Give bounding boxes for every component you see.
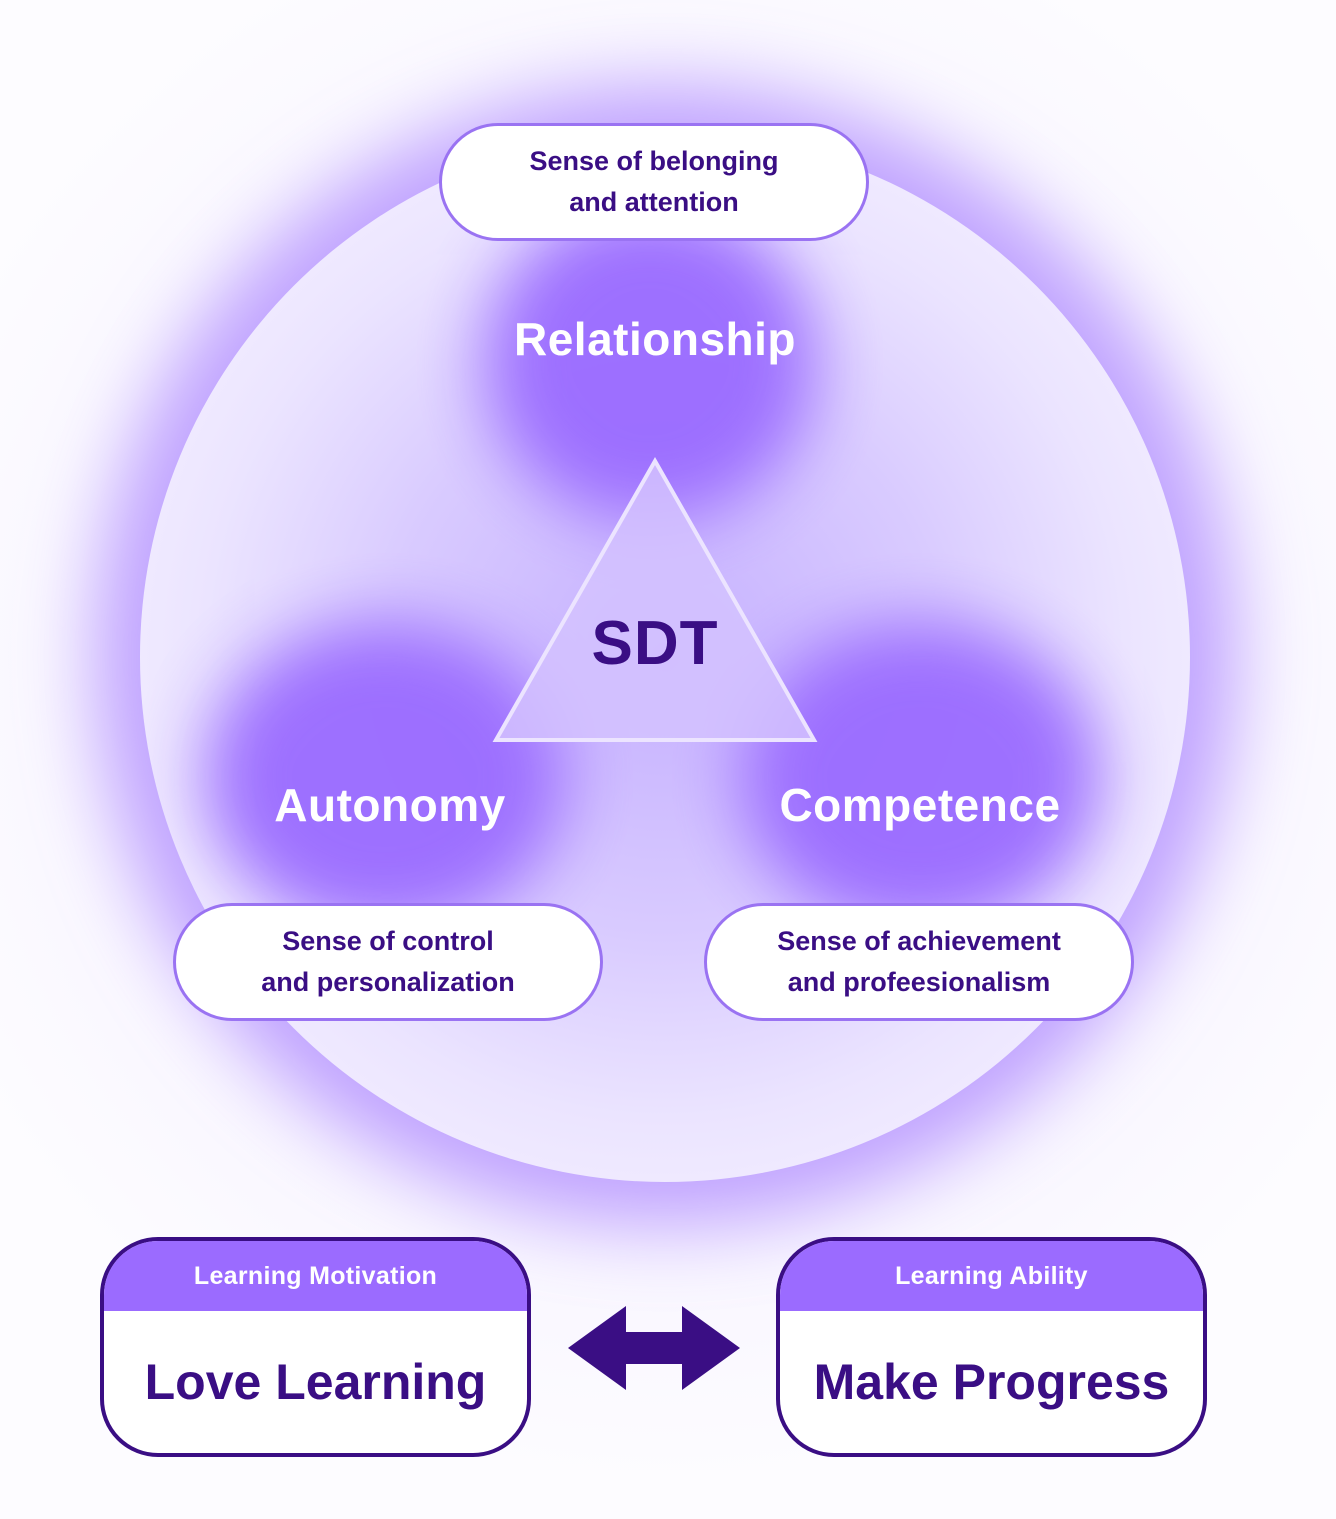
love-learning-label: Love Learning <box>144 1354 487 1410</box>
autonomy-description: Sense of control and personalization <box>173 903 603 1021</box>
make-progress-label: Make Progress <box>813 1354 1170 1410</box>
competence-title: Competence <box>779 779 1061 831</box>
relationship-desc-line1: Sense of belonging <box>529 146 779 176</box>
relationship-description: Sense of belonging and attention <box>439 123 869 241</box>
learning-motivation-card: Learning Motivation Love Learning <box>100 1237 531 1457</box>
competence-description: Sense of achievement and profeesionalism <box>704 903 1134 1021</box>
relationship-desc-line2: and attention <box>569 187 739 217</box>
competence-desc-line2: and profeesionalism <box>787 967 1051 997</box>
autonomy-glow <box>205 622 565 932</box>
sdt-label: SDT <box>591 609 719 678</box>
double-arrow-icon <box>568 1306 740 1390</box>
autonomy-title: Autonomy <box>274 779 506 831</box>
learning-motivation-header: Learning Motivation <box>104 1241 527 1311</box>
competence-glow <box>740 622 1100 932</box>
autonomy-desc-line1: Sense of control <box>282 926 494 956</box>
learning-ability-card: Learning Ability Make Progress <box>776 1237 1207 1457</box>
learning-ability-header: Learning Ability <box>780 1241 1203 1311</box>
sdt-triangle <box>492 456 818 742</box>
relationship-title: Relationship <box>513 313 797 365</box>
autonomy-desc-line2: and personalization <box>261 967 515 997</box>
competence-desc-line1: Sense of achievement <box>777 926 1061 956</box>
